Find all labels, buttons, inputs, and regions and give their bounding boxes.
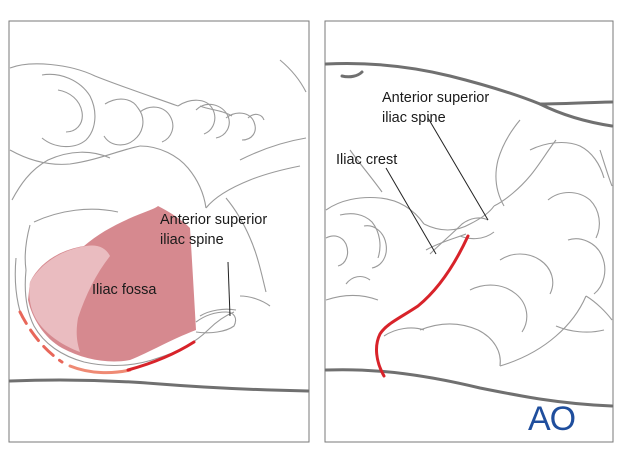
right-panel: Anterior superior iliac spine Iliac cres… <box>324 20 614 443</box>
right-asis-label-line2: iliac spine <box>382 110 446 126</box>
right-asis-leader <box>427 117 489 221</box>
left-incision-solid <box>126 340 196 372</box>
right-crest-leader <box>385 167 437 255</box>
left-spine-sketch <box>9 59 307 317</box>
left-asis-label-line2: iliac spine <box>160 232 224 248</box>
iliac-fossa-label: Iliac fossa <box>92 282 157 298</box>
iliac-fossa-highlight <box>29 245 110 352</box>
right-back-contour-2 <box>538 102 614 128</box>
ao-logo: AO <box>528 400 575 438</box>
left-incision-dashed <box>18 310 64 364</box>
right-panel-frame <box>324 20 614 443</box>
right-small-mark <box>340 70 364 79</box>
right-body-sketch <box>325 119 613 367</box>
left-incision-transition <box>68 364 132 375</box>
right-table-line <box>324 368 614 408</box>
right-asis-label-line1: Anterior superior <box>382 90 489 106</box>
left-asis-label-line1: Anterior superior <box>160 212 267 228</box>
left-pelvis-outline <box>24 269 235 366</box>
left-panel: Anterior superior iliac spine Iliac foss… <box>8 20 310 443</box>
right-incision <box>375 234 470 378</box>
left-asis-leader <box>227 261 231 317</box>
iliac-crest-label: Iliac crest <box>336 152 397 168</box>
left-table-line <box>8 378 310 393</box>
right-crest-bone-edge <box>429 217 489 255</box>
right-back-contour <box>324 62 614 106</box>
left-asis-knob <box>195 311 237 334</box>
